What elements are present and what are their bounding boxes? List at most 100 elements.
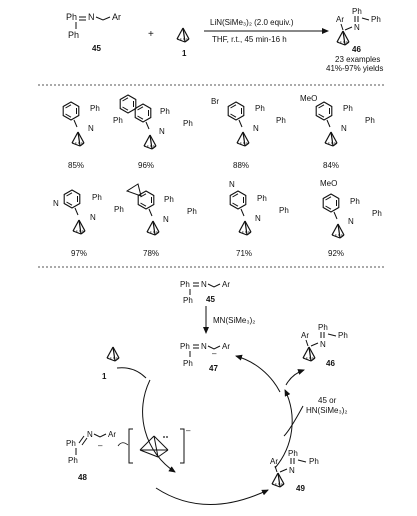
compound-label: 48 <box>78 473 87 482</box>
scope-item-8: MeO Ph Ph N 92% <box>320 179 382 258</box>
ph-label: Ph <box>68 30 79 40</box>
cycle-arrow <box>274 389 293 469</box>
ph-label: Ph <box>180 280 190 289</box>
ph-label: Ph <box>183 359 193 368</box>
ph-label: Ph <box>113 116 123 125</box>
mech-48: Ph N Ar Ph – 48 – <box>66 426 191 482</box>
ph-label: Ph <box>318 323 328 332</box>
mech-45: Ph N Ar Ph 45 <box>180 280 230 305</box>
ph-label: Ph <box>343 104 353 113</box>
compound-label: 46 <box>326 359 335 368</box>
yield-text: 92% <box>328 249 344 258</box>
ph-label: Ph <box>352 7 362 16</box>
n-label: N <box>88 124 94 133</box>
n-label: N <box>159 127 165 136</box>
pyridine-n-label: N <box>229 180 235 189</box>
charge: – <box>98 441 103 450</box>
ph-label: Ph <box>114 205 124 214</box>
yield-text: 88% <box>233 161 249 170</box>
charge: – <box>212 349 217 358</box>
scope-item-7: N Ph Ph N 71% <box>229 180 289 258</box>
ph-label: Ph <box>288 449 298 458</box>
ph-label: Ph <box>183 119 193 128</box>
ar-label: Ar <box>222 280 230 289</box>
yield-text: 84% <box>323 161 339 170</box>
ph-label: Ph <box>309 457 319 466</box>
ph-label: Ph <box>279 206 289 215</box>
examples-text: 23 examples <box>335 55 380 64</box>
scope-item-3: Br Ph Ph N 88% <box>211 97 286 170</box>
ph-label: Ph <box>66 12 77 22</box>
compound-label: 1 <box>102 372 107 381</box>
ar-label: Ar <box>270 457 278 466</box>
mech-47: Ph N – Ar Ph 47 <box>180 342 230 373</box>
n-label: N <box>354 23 360 32</box>
regen-text: HN(SiMe₃)₂ <box>306 406 347 415</box>
br-label: Br <box>211 97 219 106</box>
cycle-arrow <box>235 354 281 393</box>
ph-label: Ph <box>350 197 360 206</box>
n-label: N <box>90 213 96 222</box>
mech-46: Ar Ph Ph N 46 <box>301 323 348 368</box>
reactant-1: 1 <box>176 27 190 58</box>
ar-label: Ar <box>301 331 309 340</box>
n-label: N <box>87 430 93 439</box>
scope-item-2: Ph Ph N 96% <box>119 94 193 170</box>
cycle-arrow <box>155 487 269 505</box>
n-label: N <box>289 466 295 475</box>
plus-sign: + <box>148 29 154 40</box>
ar-label: Ar <box>112 12 121 22</box>
ar-label: Ar <box>336 15 344 24</box>
compound-label: 45 <box>206 295 215 304</box>
n-label: N <box>348 217 354 226</box>
ph-label: Ph <box>371 15 381 24</box>
ph-label: Ph <box>187 207 197 216</box>
pyridine-n-label: N <box>53 199 59 208</box>
base-text: MN(SiMe₃)₂ <box>213 316 255 325</box>
ar-label: Ar <box>108 430 116 439</box>
compound-label: 47 <box>209 364 218 373</box>
n-label: N <box>201 342 207 351</box>
reagent-text: LiN(SiMe₃)₂ (2.0 equiv.) <box>210 18 294 27</box>
ph-label: Ph <box>68 456 78 465</box>
ph-label: Ph <box>160 107 170 116</box>
yield-text: 96% <box>138 161 154 170</box>
yield-text: 78% <box>143 249 159 258</box>
yield-text: 71% <box>236 249 252 258</box>
ph-label: Ph <box>372 209 382 218</box>
n-label: N <box>341 124 347 133</box>
n-label: N <box>88 12 95 22</box>
reactant-45: Ph N Ar Ph 45 <box>66 12 121 53</box>
mech-49: Ar Ph Ph N 49 <box>270 449 319 493</box>
scope-item-5: N Ph Ph N 97% <box>53 189 124 258</box>
product-46: Ar Ph Ph N 46 23 examples 41%-97% yields <box>326 7 383 73</box>
regen-text: 45 or <box>318 396 337 405</box>
n-label: N <box>255 214 261 223</box>
cycle-arrow <box>142 379 176 473</box>
ar-label: Ar <box>222 342 230 351</box>
ph-label: Ph <box>365 116 375 125</box>
n-label: N <box>320 340 326 349</box>
meo-label: MeO <box>320 179 337 188</box>
yield-text: 97% <box>71 249 87 258</box>
scope-item-6: Ph Ph N 78% <box>125 183 197 258</box>
compound-label: 49 <box>296 484 305 493</box>
compound-label: 45 <box>92 44 101 53</box>
yields-text: 41%-97% yields <box>326 64 383 73</box>
ph-label: Ph <box>276 116 286 125</box>
yield-text: 85% <box>68 161 84 170</box>
conditions-text: THF, r.t., 45 min-16 h <box>212 35 287 44</box>
n-label: N <box>163 215 169 224</box>
mech-1: 1 <box>102 346 120 381</box>
compound-label: 46 <box>352 45 361 54</box>
ph-label: Ph <box>90 104 100 113</box>
ph-label: Ph <box>255 104 265 113</box>
n-label: N <box>253 124 259 133</box>
ph-label: Ph <box>164 195 174 204</box>
ph-label: Ph <box>92 193 102 202</box>
scope-item-4: MeO Ph Ph N 84% <box>300 94 375 170</box>
ph-label: Ph <box>183 296 193 305</box>
ph-label: Ph <box>180 342 190 351</box>
charge: – <box>186 426 191 435</box>
